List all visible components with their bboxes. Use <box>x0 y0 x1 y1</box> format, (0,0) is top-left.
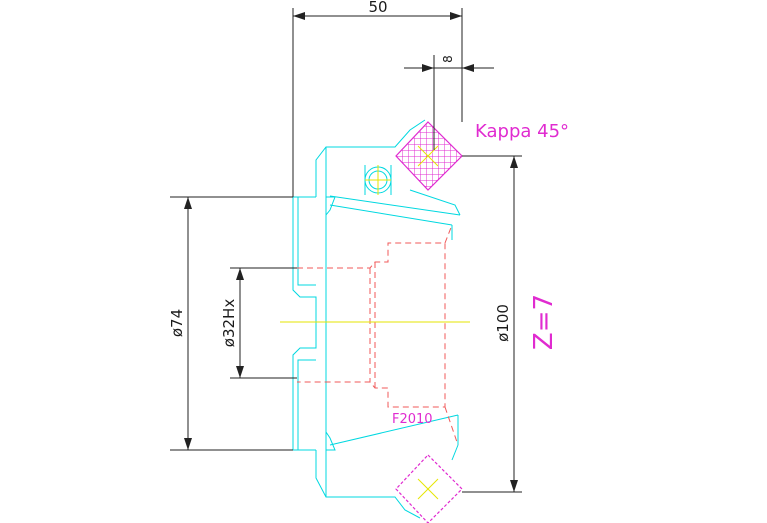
kappa-label: Kappa 45° <box>475 121 569 142</box>
part-code-label: F2010 <box>392 412 433 427</box>
dim-dia-100: ø100 <box>494 304 512 342</box>
center-lines <box>280 165 470 323</box>
top-insert <box>395 121 463 191</box>
hidden-lines <box>297 224 459 446</box>
dim-dia-32hx: ø32Hx <box>220 299 238 348</box>
dim-50: 50 <box>368 0 387 16</box>
dim-8: 8 <box>441 55 455 63</box>
teeth-count-label: Z=7 <box>529 294 559 350</box>
dimension-lines <box>170 8 522 493</box>
dim-dia-74: ø74 <box>168 309 186 337</box>
bottom-insert <box>395 454 463 523</box>
arrowheads <box>184 12 518 492</box>
